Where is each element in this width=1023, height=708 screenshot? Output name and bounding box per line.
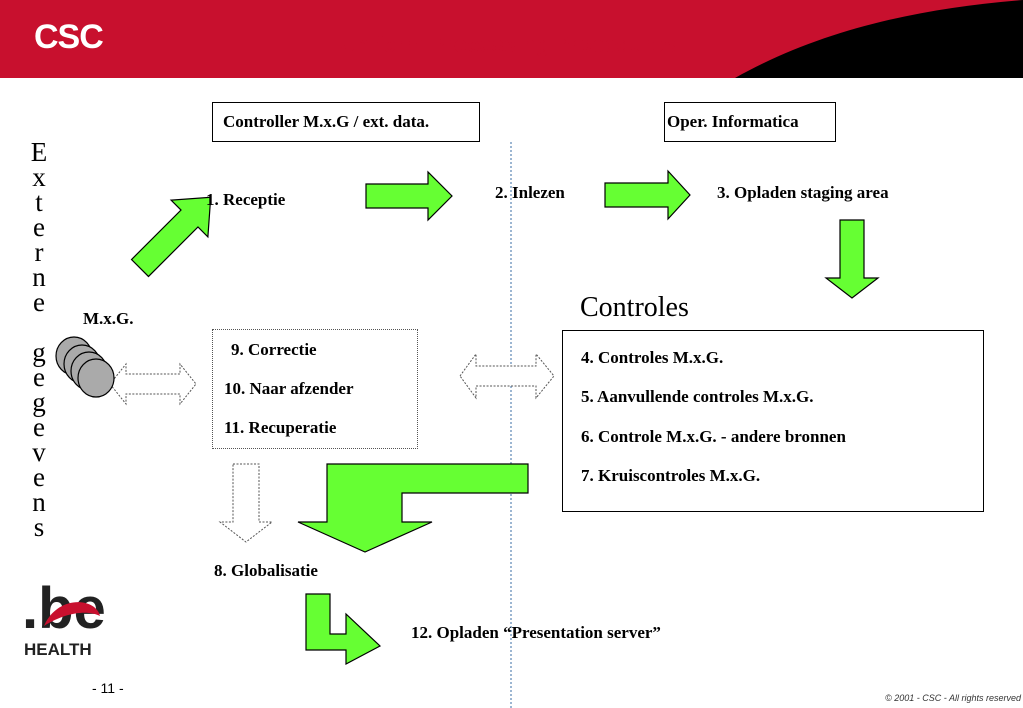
arrow-staging-to-controles bbox=[824, 219, 880, 299]
control-6: 6. Controle M.x.G. - andere bronnen bbox=[581, 427, 846, 446]
lane-controller-box: Controller M.x.G / ext. data. bbox=[212, 102, 480, 142]
control-7: 7. Kruiscontroles M.x.G. bbox=[581, 466, 761, 485]
step-naar-afzender: 10. Naar afzender bbox=[224, 379, 354, 398]
arrow-inlezen-to-opladen bbox=[604, 169, 691, 221]
step-inlezen: 2. Inlezen bbox=[495, 183, 565, 202]
controles-box: 4. Controles M.x.G. 5. Aanvullende contr… bbox=[562, 330, 984, 512]
control-5: 5. Aanvullende controles M.x.G. bbox=[581, 387, 814, 406]
side-label-letter: n bbox=[32, 262, 46, 292]
control-4: 4. Controles M.x.G. bbox=[581, 348, 724, 367]
side-label-letter: s bbox=[33, 512, 45, 542]
mxg-data-stack-icon bbox=[55, 336, 115, 398]
lane-informatica-label: Oper. Informatica bbox=[667, 112, 799, 131]
side-label-letter: e bbox=[33, 212, 45, 242]
side-label-letter: g bbox=[32, 337, 46, 367]
correctie-box: 9. Correctie 10. Naar afzender 11. Recup… bbox=[212, 329, 418, 449]
side-label-letter: x bbox=[32, 162, 46, 192]
controles-title: Controles bbox=[580, 292, 689, 323]
copyright: © 2001 - CSC - All rights reserved bbox=[885, 693, 1021, 703]
csc-logo: CSC bbox=[34, 18, 104, 56]
arrow-controles-to-globalisatie bbox=[297, 463, 529, 553]
side-label-letter: n bbox=[32, 487, 46, 517]
step-opladen-staging: 3. Opladen staging area bbox=[717, 183, 889, 202]
arrow-mxg-correctie bbox=[109, 362, 197, 406]
side-label-letter: e bbox=[33, 287, 45, 317]
side-label-letter: v bbox=[32, 437, 46, 467]
side-label-letter: e bbox=[33, 412, 45, 442]
label-mxg: M.x.G. bbox=[83, 309, 134, 328]
side-label-letter: r bbox=[34, 237, 44, 267]
header-black-swoosh bbox=[735, 0, 1023, 78]
side-label-letter: g bbox=[32, 387, 46, 417]
side-label-letter: t bbox=[35, 187, 43, 217]
health-logo-text: HEALTH bbox=[24, 640, 92, 659]
side-label-letter: E bbox=[30, 137, 48, 167]
arrow-to-receptie bbox=[130, 196, 212, 278]
arrow-correctie-to-globalisatie bbox=[218, 463, 274, 543]
header-bar: CSC bbox=[0, 0, 1023, 78]
side-label-letter: e bbox=[33, 362, 45, 392]
arrow-globalisatie-to-presentation bbox=[305, 593, 382, 665]
step-globalisatie: 8. Globalisatie bbox=[214, 561, 318, 580]
step-receptie: 1. Receptie bbox=[206, 190, 286, 209]
arrow-correctie-controles bbox=[459, 352, 555, 400]
arrow-receptie-to-inlezen bbox=[365, 170, 453, 222]
page-title: Uniform Processing Procedures bbox=[340, 32, 677, 57]
step-correctie: 9. Correctie bbox=[231, 340, 317, 359]
step-recuperatie: 11. Recuperatie bbox=[224, 418, 337, 437]
lane-controller-label: Controller M.x.G / ext. data. bbox=[223, 112, 430, 131]
step-presentation-server: 12. Opladen “Presentation server” bbox=[411, 623, 661, 642]
lane-informatica-box: Oper. Informatica bbox=[664, 102, 836, 142]
side-label-letter: e bbox=[33, 462, 45, 492]
page-number: - 11 - bbox=[92, 680, 124, 696]
